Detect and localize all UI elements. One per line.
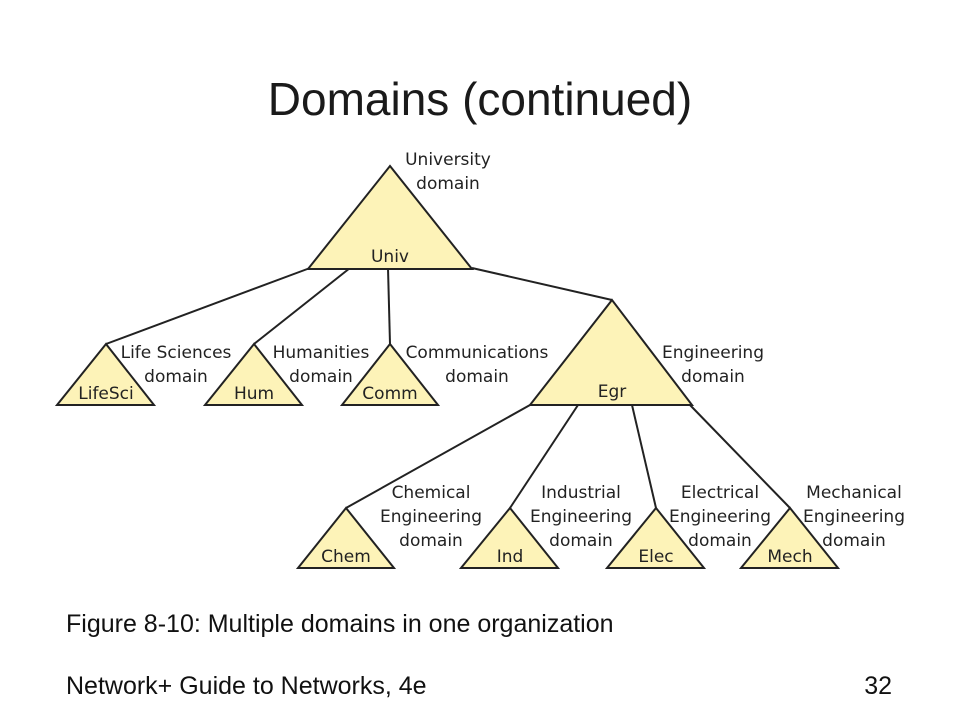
- ind-desc-line3: domain: [549, 531, 613, 551]
- edge-egr-chem: [345, 404, 531, 509]
- figure-caption: Figure 8-10: Multiple domains in one org…: [66, 610, 614, 638]
- mech-domain-triangle: [738, 506, 841, 569]
- ind-label: Ind: [497, 547, 524, 567]
- edge-univ-hum: [253, 267, 351, 345]
- edge-univ-lifesci: [105, 267, 311, 345]
- chem-domain-triangle: [295, 506, 397, 569]
- hum-desc-line1: Humanities: [273, 343, 370, 363]
- univ-desc-line2: domain: [416, 174, 480, 194]
- lifesci-domain-triangle: [54, 342, 157, 406]
- elec-desc-line3: domain: [688, 531, 752, 551]
- comm-label: Comm: [362, 384, 417, 404]
- egr-domain-triangle: [527, 298, 695, 406]
- mech-desc-line1: Mechanical: [806, 483, 902, 503]
- comm-desc-line2: domain: [445, 367, 509, 387]
- lifesci-label: LifeSci: [78, 384, 134, 404]
- edge-egr-ind: [509, 404, 579, 509]
- ind-domain-triangle: [458, 506, 561, 569]
- connector-lines: [105, 267, 791, 509]
- slide-title: Domains (continued): [267, 73, 693, 125]
- ind-desc-line1: Industrial: [541, 483, 621, 503]
- edge-egr-elec: [631, 404, 657, 509]
- elec-desc-line1: Electrical: [681, 483, 759, 503]
- mech-desc-line2: Engineering: [803, 507, 905, 527]
- edge-univ-comm: [387, 267, 391, 345]
- elec-label: Elec: [638, 547, 673, 567]
- elec-domain-triangle: [604, 506, 707, 569]
- hum-desc-line2: domain: [289, 367, 353, 387]
- lifesci-desc-line1: Life Sciences: [121, 343, 232, 363]
- edge-univ-egr: [471, 267, 613, 301]
- ind-desc-line2: Engineering: [530, 507, 632, 527]
- chem-desc-line1: Chemical: [392, 483, 471, 503]
- chem-label: Chem: [321, 547, 371, 567]
- comm-desc-line1: Communications: [406, 343, 549, 363]
- univ-label: Univ: [371, 247, 409, 267]
- egr-desc-line1: Engineering: [662, 343, 764, 363]
- edge-egr-mech: [689, 404, 791, 509]
- mech-label: Mech: [767, 547, 812, 567]
- hum-label: Hum: [234, 384, 274, 404]
- lifesci-desc-line2: domain: [144, 367, 208, 387]
- mech-desc-line3: domain: [822, 531, 886, 551]
- page-number: 32: [864, 672, 892, 700]
- egr-desc-line2: domain: [681, 367, 745, 387]
- univ-desc-line1: University: [405, 150, 491, 170]
- footer-book-title: Network+ Guide to Networks, 4e: [66, 672, 427, 700]
- comm-domain-triangle: [339, 342, 441, 406]
- univ-domain-triangle: [305, 164, 475, 270]
- elec-desc-line2: Engineering: [669, 507, 771, 527]
- chem-desc-line2: Engineering: [380, 507, 482, 527]
- hum-domain-triangle: [202, 342, 305, 406]
- egr-label: Egr: [598, 382, 627, 402]
- chem-desc-line3: domain: [399, 531, 463, 551]
